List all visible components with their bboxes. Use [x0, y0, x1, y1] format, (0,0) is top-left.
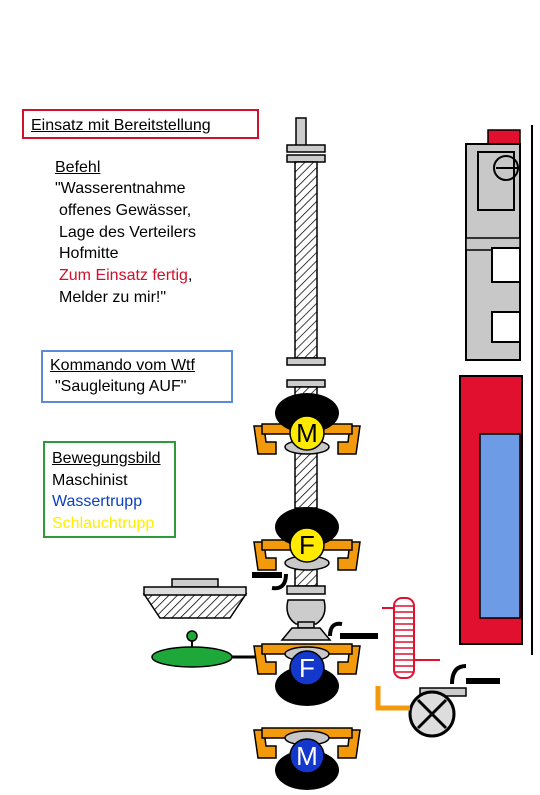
order-heading: Befehl — [55, 159, 101, 176]
order-line-1: "Wasserentnahme — [55, 180, 186, 197]
command-text: "Saugleitung AUF" — [55, 378, 187, 395]
float-bag — [151, 630, 256, 668]
command-box: Kommando vom Wtf "Saugleitung AUF" — [41, 350, 233, 403]
crew-m-blue-label: M — [296, 741, 318, 771]
coupling-key-2 — [328, 621, 378, 639]
fire-truck-cab — [465, 125, 533, 655]
movement-item-maschinist: Maschinist — [52, 472, 128, 489]
movement-heading: Bewegungsbild — [52, 450, 161, 467]
movement-box: Bewegungsbild Maschinist Wassertrupp Sch… — [43, 441, 176, 538]
order-line-3: Lage des Verteilers — [59, 224, 196, 241]
hose-coil — [382, 597, 440, 679]
movement-item-wassertrupp: Wassertrupp — [52, 493, 143, 510]
fire-truck-body — [459, 375, 523, 645]
order-line-5-highlight: Zum Einsatz fertig — [59, 267, 188, 284]
title-box: Einsatz mit Bereitstellung — [22, 109, 259, 139]
order-line-6: Melder zu mir!" — [59, 289, 167, 306]
crew-f-yellow-label: F — [299, 530, 315, 560]
command-heading: Kommando vom Wtf — [50, 357, 195, 374]
order-line-4: Hofmitte — [59, 245, 119, 262]
crew-m-yellow-label: M — [296, 418, 318, 448]
crew-f-blue-label: F — [299, 653, 315, 683]
order-line-2: offenes Gewässer, — [59, 202, 192, 219]
crew-m-yellow: M — [253, 393, 361, 455]
strainer-cover — [142, 578, 248, 619]
distributor — [375, 664, 500, 738]
crew-f-blue: F — [253, 643, 361, 706]
title-label: Einsatz mit Bereitstellung — [31, 117, 211, 134]
movement-item-schlauchtrupp: Schlauchtrupp — [52, 515, 155, 532]
order-line-5-rest: , — [187, 267, 193, 284]
crew-f-yellow: F — [253, 507, 361, 571]
order-line-5: Zum Einsatz fertig, — [59, 265, 192, 287]
crew-m-blue: M — [253, 727, 361, 790]
